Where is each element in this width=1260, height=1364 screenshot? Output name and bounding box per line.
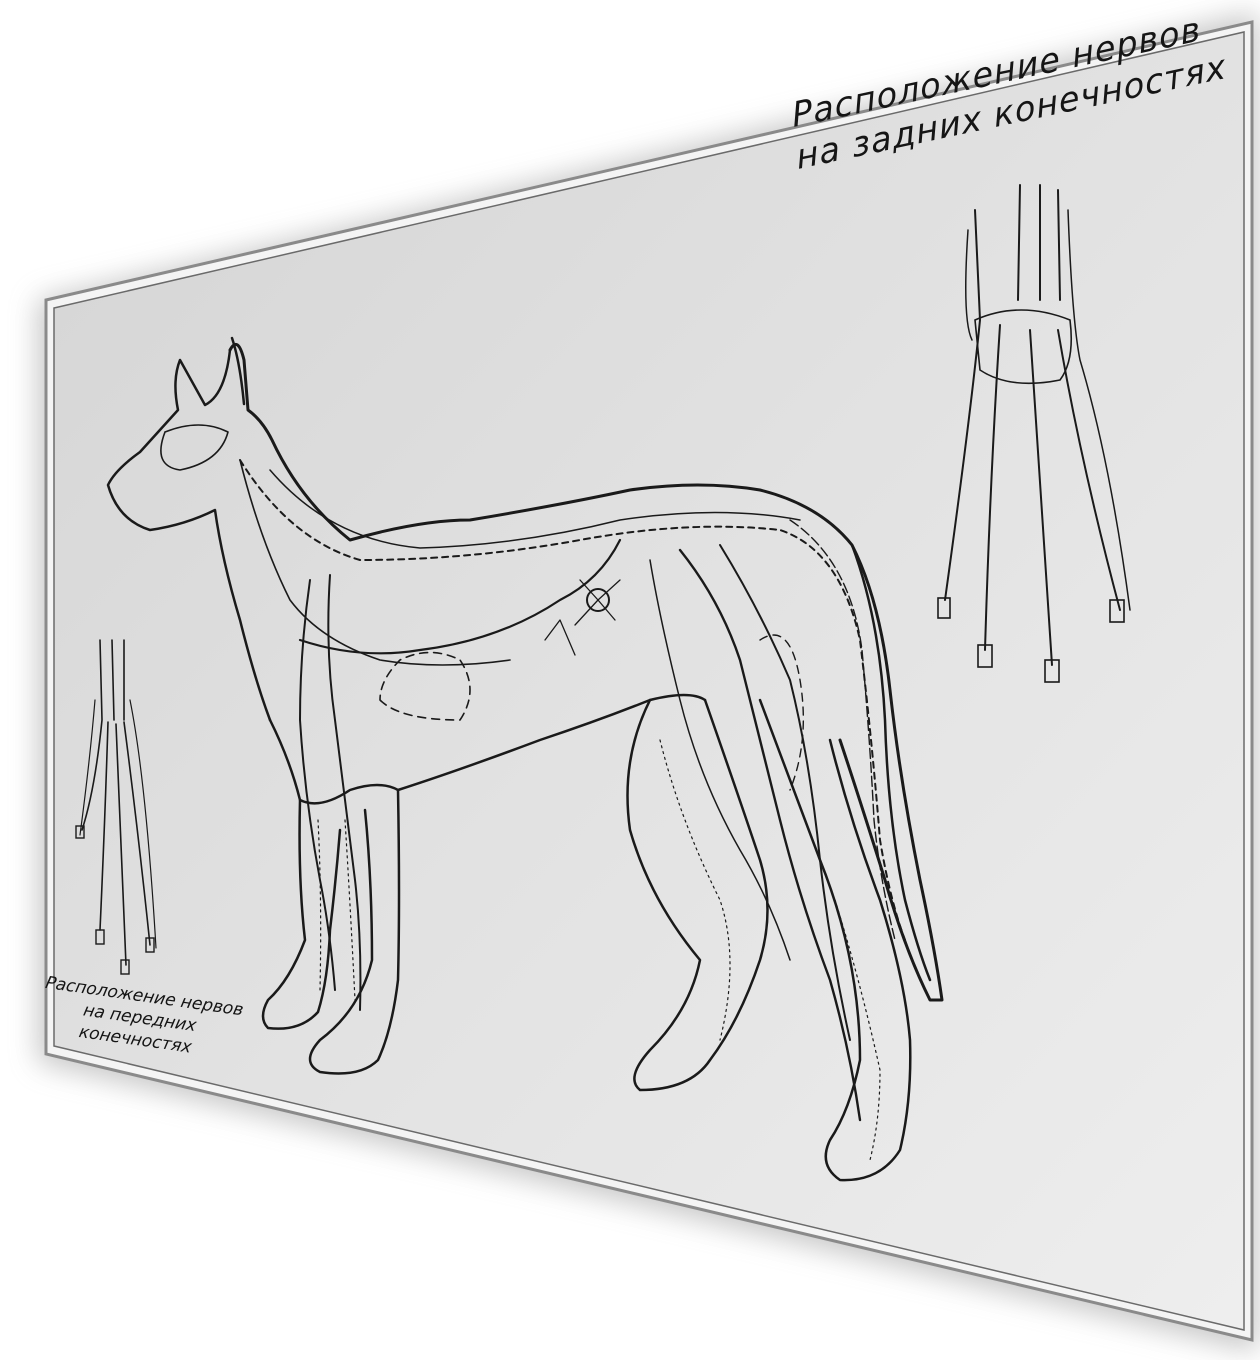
board-surface [54,32,1244,1330]
